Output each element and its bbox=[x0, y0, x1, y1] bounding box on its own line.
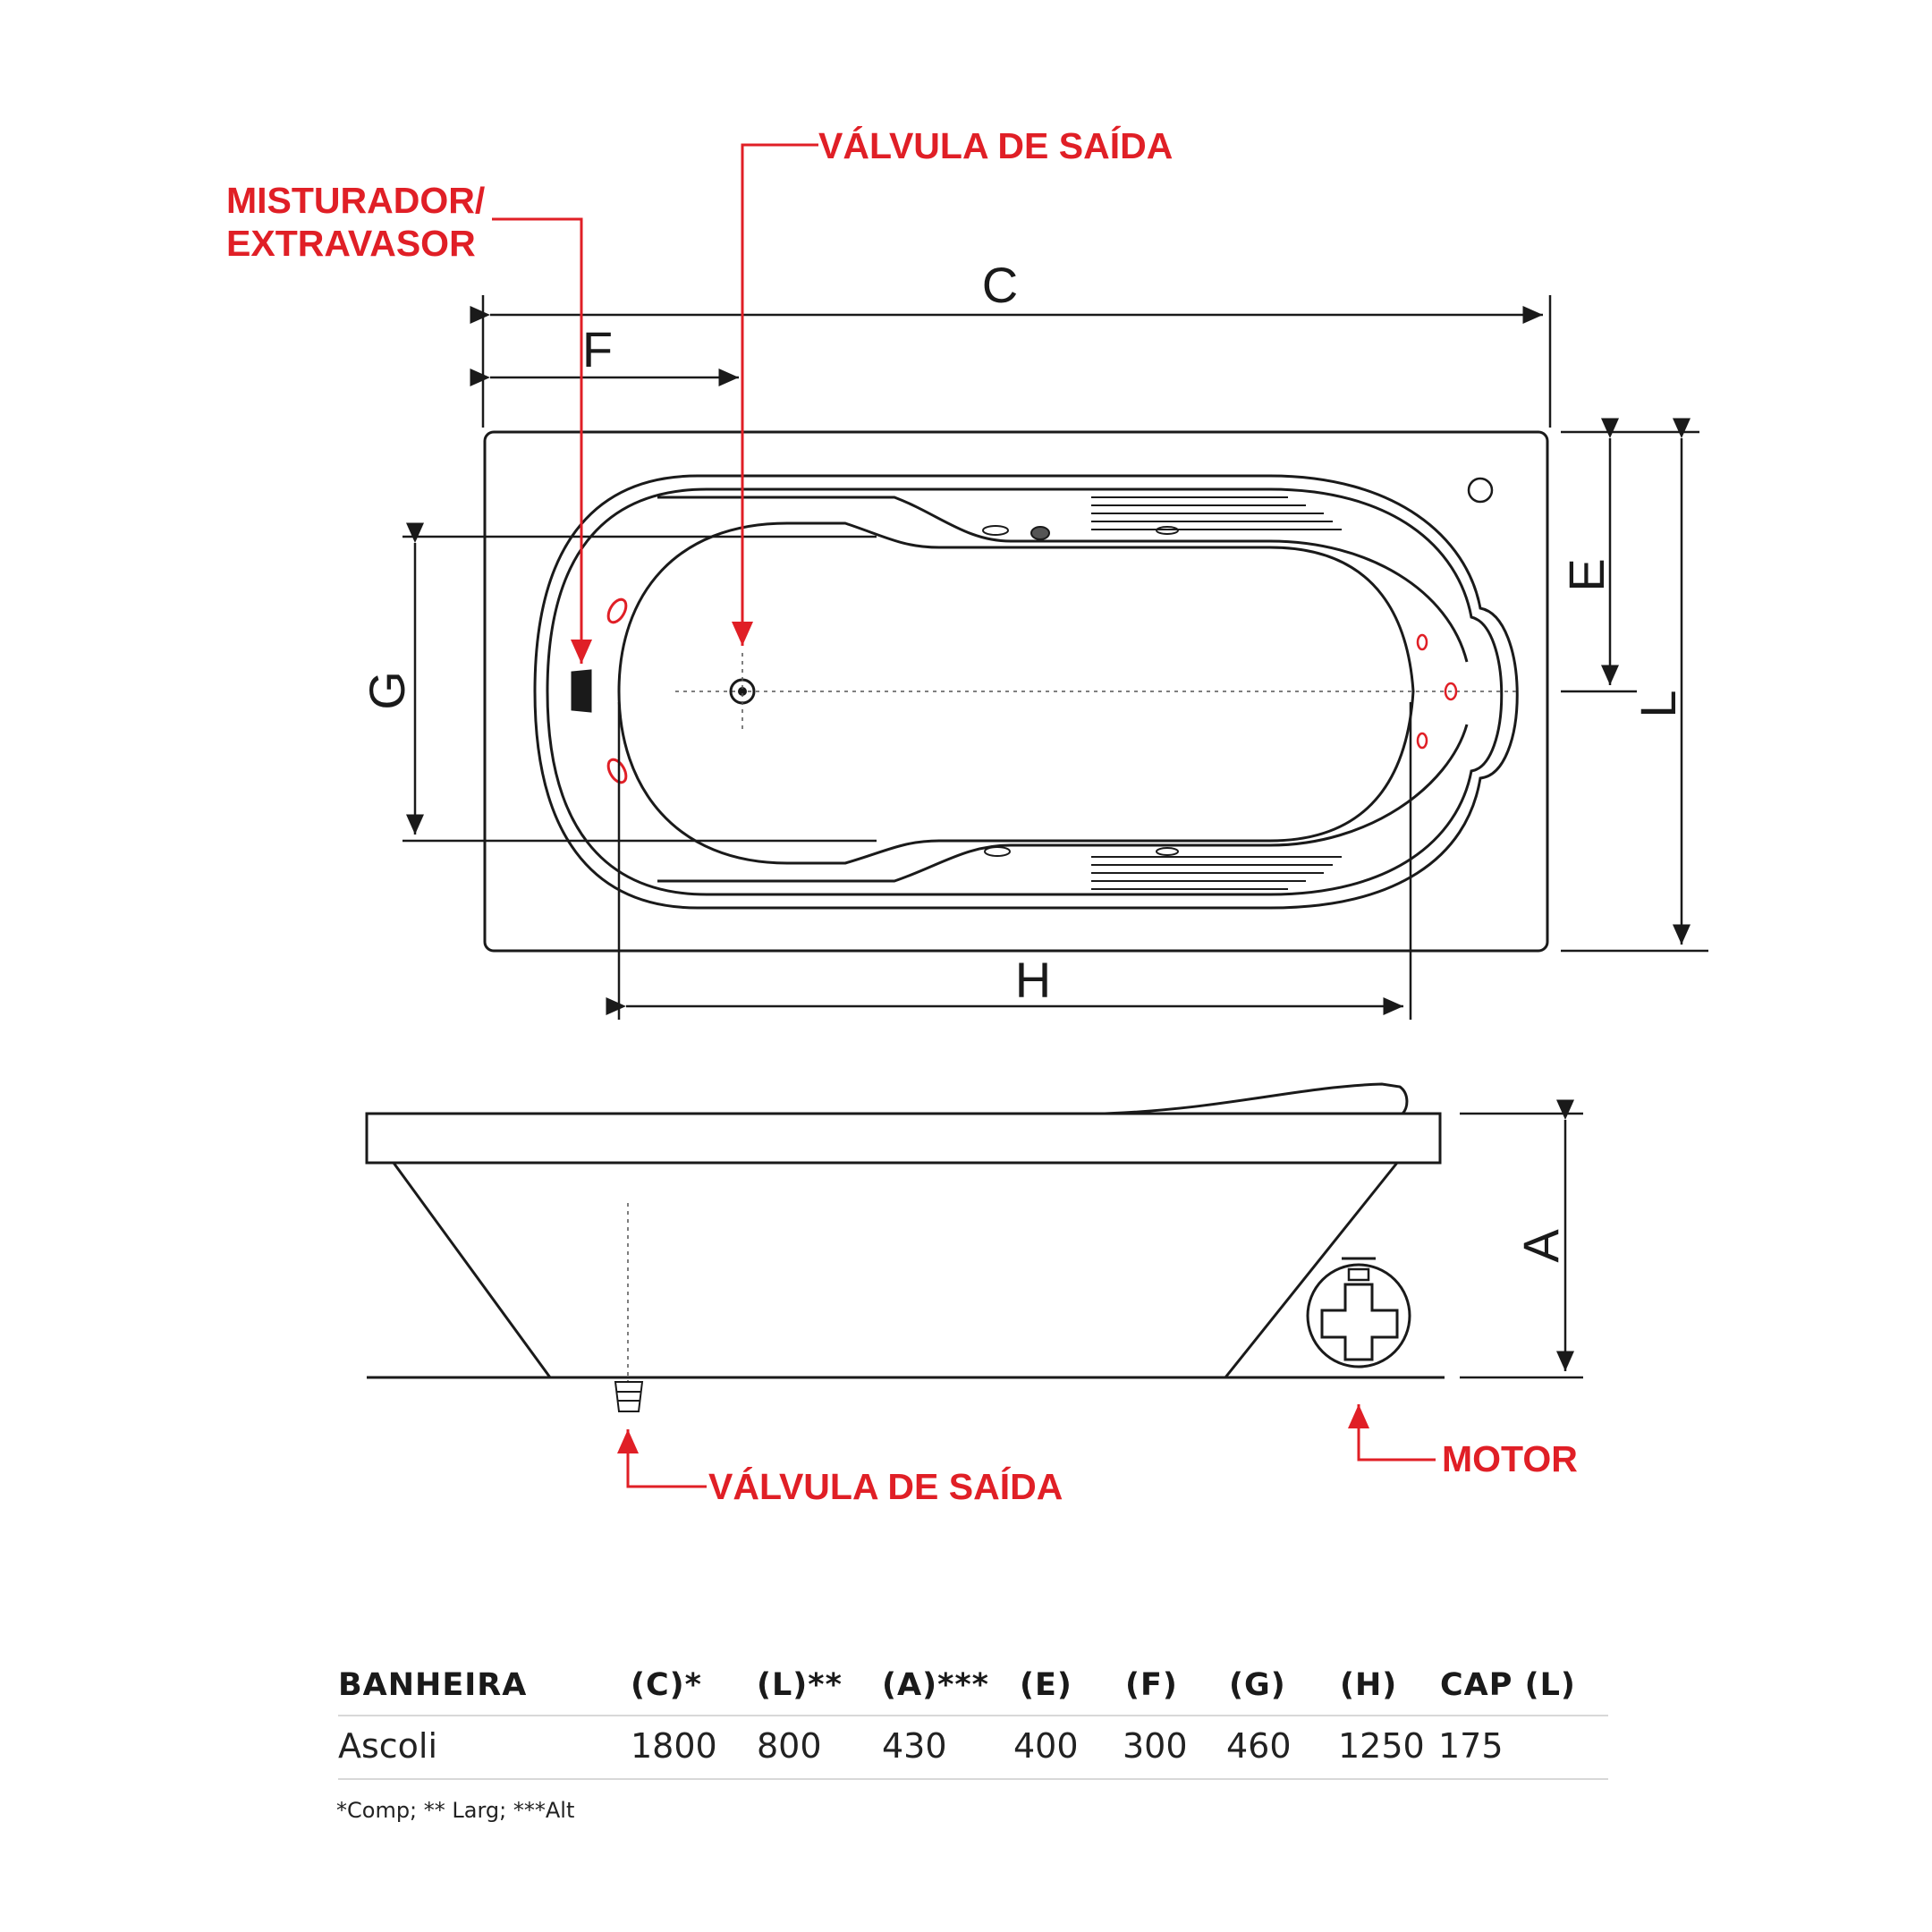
callouts-bottom bbox=[617, 1404, 1436, 1488]
col-a: (A)*** bbox=[882, 1667, 989, 1703]
col-f: (F) bbox=[1125, 1667, 1178, 1703]
cell-a: 430 bbox=[882, 1726, 947, 1766]
headrest-side bbox=[1104, 1082, 1409, 1115]
faucet-hole-icon bbox=[1467, 477, 1494, 504]
col-e: (E) bbox=[1020, 1667, 1072, 1703]
dimension-labels: C F H G E L A bbox=[359, 257, 1686, 1263]
dim-label-e: E bbox=[1558, 558, 1614, 591]
dim-label-c: C bbox=[982, 257, 1018, 313]
callout-mixer-line1: MISTURADOR/ bbox=[226, 180, 485, 221]
red-jet-icon bbox=[606, 758, 628, 784]
col-l: (L)** bbox=[757, 1667, 843, 1703]
cell-e: 400 bbox=[1013, 1726, 1079, 1766]
spec-table-header: BANHEIRA (C)* (L)** (A)*** (E) (F) (G) (… bbox=[338, 1655, 1608, 1716]
cell-model: Ascoli bbox=[338, 1726, 438, 1766]
dim-label-a: A bbox=[1513, 1229, 1569, 1263]
basin-rim-2 bbox=[546, 487, 1504, 896]
tub-deck-outline bbox=[483, 430, 1549, 953]
jet-icon bbox=[1156, 526, 1179, 535]
col-cap: CAP (L) bbox=[1440, 1667, 1576, 1703]
table-row: Ascoli 1800 800 430 400 300 460 1250 175 bbox=[338, 1716, 1608, 1776]
side-view bbox=[365, 1082, 1583, 1412]
cell-h: 1250 bbox=[1338, 1726, 1425, 1766]
red-jet-icon bbox=[606, 597, 628, 624]
col-h: (H) bbox=[1340, 1667, 1398, 1703]
groove-lines-bottom bbox=[1091, 856, 1342, 890]
top-view bbox=[483, 430, 1549, 953]
jet-icon bbox=[1156, 847, 1179, 856]
col-banheira: BANHEIRA bbox=[338, 1667, 528, 1703]
red-jet-icon bbox=[1416, 732, 1428, 750]
jet-icon bbox=[1030, 526, 1050, 540]
table-divider bbox=[338, 1715, 1608, 1716]
dim-label-f: F bbox=[582, 321, 613, 377]
callout-valve-bottom: VÁLVULA DE SAÍDA bbox=[708, 1466, 1063, 1507]
tub-rim-side bbox=[365, 1112, 1442, 1165]
callout-mixer-line2: EXTRAVASOR bbox=[226, 223, 476, 264]
dim-label-h: H bbox=[1015, 952, 1051, 1008]
drain-outlet-icon bbox=[614, 1381, 644, 1412]
callout-motor: MOTOR bbox=[1442, 1438, 1578, 1479]
table-divider bbox=[338, 1778, 1608, 1780]
red-jet-icon bbox=[1444, 682, 1458, 701]
cell-c: 1800 bbox=[631, 1726, 717, 1766]
basin-outer-rim bbox=[533, 474, 1519, 910]
col-g: (G) bbox=[1229, 1667, 1286, 1703]
jet-icon bbox=[984, 846, 1011, 857]
cell-cap: 175 bbox=[1438, 1726, 1504, 1766]
callout-valve-top: VÁLVULA DE SAÍDA bbox=[818, 125, 1173, 166]
dim-label-g: G bbox=[359, 671, 415, 710]
dim-label-l: L bbox=[1630, 690, 1686, 717]
groove-lines-top bbox=[1091, 496, 1342, 530]
cell-g: 460 bbox=[1226, 1726, 1292, 1766]
col-c: (C)* bbox=[631, 1667, 702, 1703]
red-jet-icon bbox=[1416, 633, 1428, 651]
cell-f: 300 bbox=[1123, 1726, 1188, 1766]
jet-icon bbox=[982, 525, 1009, 536]
table-footnote: *Comp; ** Larg; ***Alt bbox=[336, 1798, 575, 1823]
mixer-overflow-icon bbox=[571, 669, 592, 713]
dimension-lines-top bbox=[402, 295, 1708, 1020]
callouts-top bbox=[492, 143, 818, 664]
motor-icon bbox=[1306, 1257, 1411, 1368]
basin-floor bbox=[617, 521, 1415, 865]
spec-table: BANHEIRA (C)* (L)** (A)*** (E) (F) (G) (… bbox=[338, 1655, 1608, 1776]
cell-l: 800 bbox=[757, 1726, 822, 1766]
